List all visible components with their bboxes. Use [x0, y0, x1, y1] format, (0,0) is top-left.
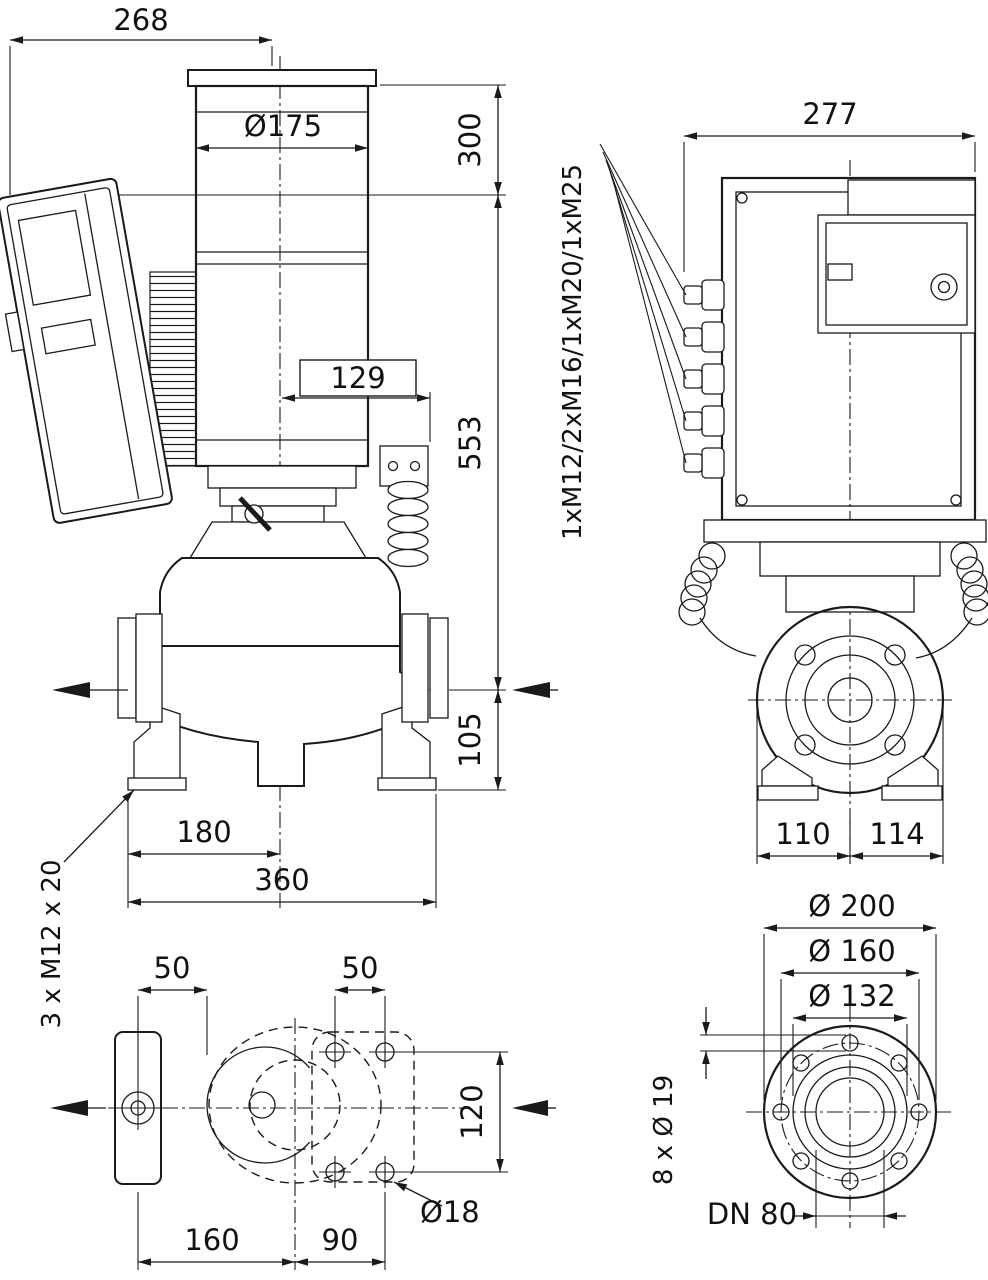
foot-hole [369, 1156, 401, 1188]
suction-flange-outer [117, 617, 137, 719]
flange-bolt-hole [884, 734, 906, 756]
dim-base-left: 160 [184, 1223, 239, 1257]
front-foot-right [887, 755, 939, 787]
foot-hole [369, 1036, 401, 1068]
volute-casing [145, 645, 417, 787]
view-front [599, 143, 988, 864]
terminal-box-inner [825, 222, 968, 326]
foot-plan-dimensions: 50 50 120 Ø18 160 90 [137, 951, 508, 1270]
sensor-box [379, 445, 429, 487]
terminal-knob [930, 273, 958, 301]
flange-bolt-holes [772, 1034, 928, 1190]
lantern-flange [207, 465, 357, 489]
discharge-flange-inner [401, 613, 429, 723]
flow-arrow-left [52, 682, 90, 698]
dim-axis-to-base: 105 [453, 712, 487, 767]
flange-bolt-hole [794, 644, 816, 666]
front-view-dimensions: 277 1xM12/2xM16/1xM20/1xM25 110 114 [558, 97, 976, 864]
dim-pitch-right: 50 [342, 951, 379, 985]
view-flange [746, 1006, 954, 1228]
front-foot-left [761, 755, 813, 787]
dim-base-right: 90 [322, 1223, 359, 1257]
lantern-step [219, 487, 337, 507]
dim-129: 129 [330, 361, 385, 395]
shaft-plan [248, 1091, 276, 1119]
motor-top-cap [187, 69, 377, 87]
terminal-box-top [847, 179, 976, 216]
terminal-knob-center [937, 280, 951, 294]
flange-front-bolt-face [785, 635, 915, 765]
flange-front-raised-face [804, 654, 896, 746]
shaft-front [827, 677, 873, 723]
sensor-screw [387, 460, 399, 472]
lantern-cone [188, 521, 368, 559]
terminal-label [827, 263, 853, 281]
leader-foot-bolts [63, 789, 135, 863]
dim-front-total-width: 277 [802, 97, 857, 131]
dim-pitch-left: 50 [154, 951, 191, 985]
flange-dimensions: Ø 200 Ø 160 Ø 132 8 x Ø 19 DN 80 [649, 889, 937, 1231]
dim-height-upper: 300 [453, 112, 487, 167]
foot-hole [319, 1156, 351, 1188]
suction-flange-inner [135, 613, 163, 723]
dim-axis-to-left: 110 [775, 817, 830, 851]
motor-bottom-flange [703, 519, 987, 543]
dim-foot-offset: 180 [176, 815, 231, 849]
note-foot-bolts: 3 x M12 x 20 [37, 860, 67, 1029]
dim-pitch-vertical: 120 [455, 1084, 489, 1139]
view-foot-plan [50, 1018, 556, 1270]
view-side [0, 56, 558, 908]
volute-plan-outline [206, 1046, 324, 1164]
electronic-module [0, 177, 173, 524]
note-cable-glands: 1xM12/2xM16/1xM20/1xM25 [558, 164, 588, 540]
coupling-clamp [238, 496, 272, 532]
face-screw [950, 494, 962, 506]
dim-nominal-diameter: DN 80 [707, 1197, 797, 1231]
front-pad-left [757, 785, 819, 801]
view-arrow-left [50, 1100, 88, 1116]
dim-hole-diameter: Ø18 [420, 1195, 480, 1229]
gland-leader-lines [599, 143, 687, 464]
flow-arrow-right [512, 682, 550, 698]
dim-total-width: 268 [113, 3, 168, 37]
base-pad-right [377, 777, 437, 791]
view-arrow-right [512, 1100, 548, 1116]
dim-axis-to-right: 114 [869, 817, 924, 851]
module-display [17, 209, 92, 306]
face-screw [736, 494, 748, 506]
coiled-cable-left [678, 542, 726, 626]
cable-run-left [699, 617, 757, 657]
dim-motor-diameter: Ø175 [244, 109, 322, 143]
flange-bolt-hole [794, 734, 816, 756]
module-connector [4, 311, 25, 353]
coiled-cable-right [950, 542, 988, 626]
dim-foot-width: 360 [254, 863, 309, 897]
cable-glands [683, 279, 725, 479]
cable-run-right [915, 617, 973, 659]
volute-upper [159, 557, 401, 647]
module-edge-line [84, 193, 140, 499]
dim-bolt-circle: Ø 160 [808, 934, 895, 968]
dim-raised-face: Ø 132 [808, 979, 895, 1013]
dim-height-mid: 553 [453, 415, 487, 470]
foot-hidden-outline [311, 1031, 415, 1183]
base-pad-left [127, 777, 187, 791]
foot-hole [319, 1036, 351, 1068]
face-screw [736, 192, 748, 204]
coiled-cable-side [387, 480, 429, 568]
lantern-front [759, 541, 941, 577]
flange-bolt-hole [884, 644, 906, 666]
dim-outer-diameter: Ø 200 [808, 889, 895, 923]
front-pad-right [881, 785, 943, 801]
note-bolt-holes: 8 x Ø 19 [649, 1075, 679, 1185]
module-keypad [40, 318, 96, 355]
dim-129-box [299, 359, 417, 397]
discharge-flange-outer [429, 617, 449, 719]
side-view-dimensions: 268 Ø175 300 553 105 129 180 360 3 x M12… [9, 3, 506, 1029]
leader-hole-diameter [393, 1181, 443, 1207]
motor-body [194, 84, 370, 468]
volute-front-outer [755, 605, 945, 795]
sensor-screw [409, 460, 421, 472]
